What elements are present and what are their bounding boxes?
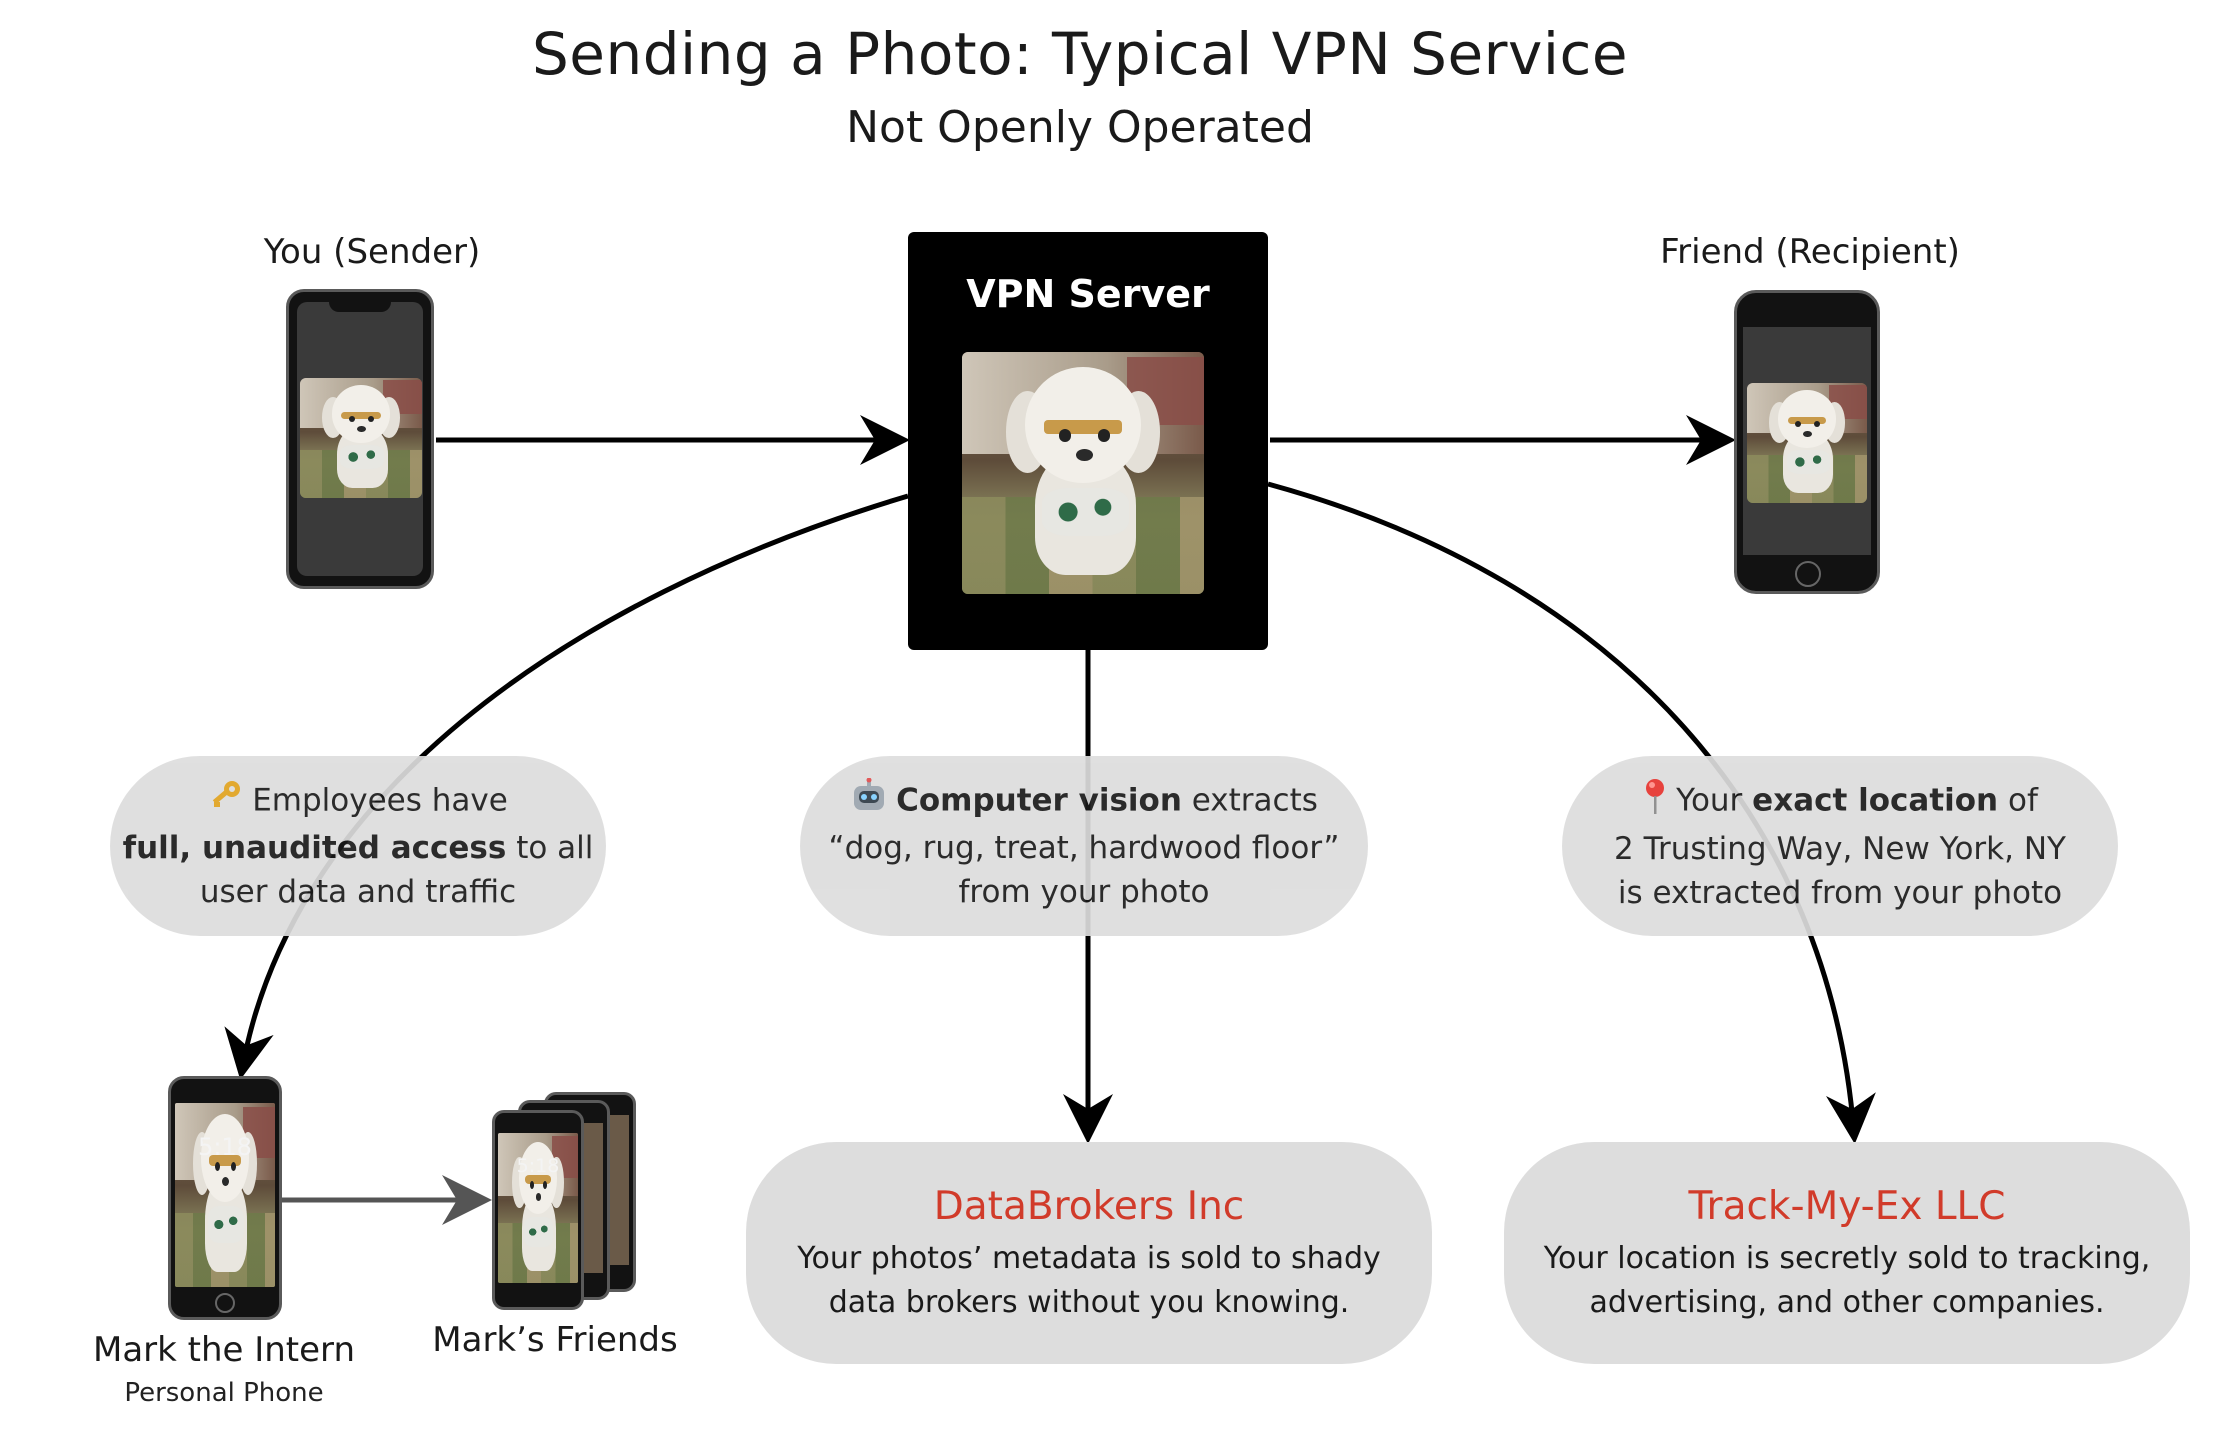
trackmyex-pill: Track-My-Ex LLC Your location is secretl… (1504, 1142, 2190, 1364)
pin-icon (1642, 777, 1668, 827)
sender-phone (286, 289, 434, 589)
dog-photo (1747, 383, 1867, 503)
arrow-server-to-intern (224, 493, 909, 1080)
robot-icon (850, 777, 888, 826)
intern-phone: 5:18 (168, 1076, 282, 1320)
dog-photo (300, 378, 422, 498)
intern-label: Mark the Intern (92, 1330, 355, 1370)
location-extraction-pill: Your exact location of 2 Trusting Way, N… (1562, 756, 2118, 936)
dog-photo (175, 1103, 275, 1287)
arrow-server-to-trackmyex (1267, 481, 1876, 1144)
vpn-server-label: VPN Server (966, 272, 1210, 316)
recipient-label: Friend (Recipient) (1660, 232, 1960, 272)
key-icon (208, 778, 244, 826)
databrokers-name: DataBrokers Inc (933, 1184, 1245, 1229)
sender-label: You (Sender) (263, 232, 481, 272)
page-subtitle: Not Openly Operated (846, 102, 1314, 153)
recipient-phone (1734, 290, 1880, 594)
page-title: Sending a Photo: Typical VPN Service (531, 20, 1629, 88)
vpn-server-box: VPN Server (908, 232, 1268, 650)
friend-phone: 5:18 (492, 1110, 584, 1310)
dog-photo (498, 1133, 578, 1283)
employees-access-pill: Employees have full, unaudited access to… (110, 756, 606, 936)
trackmyex-name: Track-My-Ex LLC (1688, 1184, 2006, 1229)
lock-screen-clock: 5:18 (198, 1133, 252, 1161)
lock-screen-clock: 5:18 (516, 1155, 560, 1177)
intern-sublabel: Personal Phone (124, 1378, 324, 1408)
friends-label: Mark’s Friends (432, 1320, 678, 1360)
computer-vision-pill: Computer vision extracts “dog, rug, trea… (800, 756, 1368, 936)
dog-photo (962, 352, 1204, 594)
databrokers-pill: DataBrokers Inc Your photos’ metadata is… (746, 1142, 1432, 1364)
